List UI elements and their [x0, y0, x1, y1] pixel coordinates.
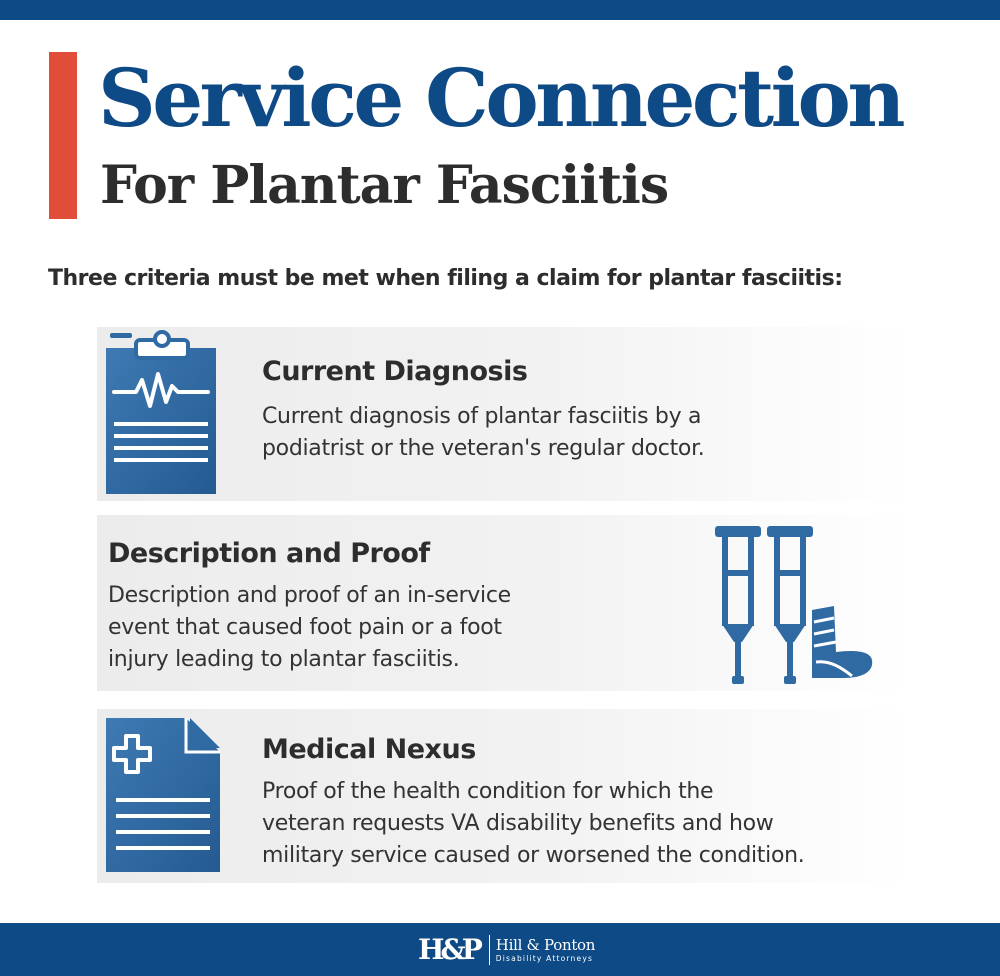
description-line: Proof of the health condition for which …	[262, 779, 714, 804]
description-line: veteran requests VA disability benefits …	[262, 811, 774, 836]
description-line: military service caused or worsened the …	[262, 843, 805, 868]
firm-tagline: Disability Attorneys	[495, 953, 594, 963]
criterion-card-medical-nexus	[97, 709, 910, 883]
logo-divider	[488, 935, 490, 965]
criterion-description-current-diagnosis: Current diagnosis of plantar fasciitis b…	[262, 401, 705, 465]
firm-name: Hill & Ponton	[495, 935, 596, 954]
logo-text: Hill & Ponton Disability Attorneys	[495, 935, 596, 964]
intro-text: Three criteria must be met when filing a…	[48, 266, 843, 291]
logo-monogram: H&P	[418, 933, 483, 966]
clipboard-icon	[106, 330, 216, 494]
page-title: Service Connection	[98, 51, 906, 145]
criterion-description-description-proof: Description and proof of an in-service e…	[108, 580, 511, 676]
medical-document-icon	[106, 718, 220, 872]
description-line: event that caused foot pain or a foot	[108, 615, 502, 640]
title-accent-bar	[49, 52, 77, 219]
criterion-title-current-diagnosis: Current Diagnosis	[262, 356, 528, 387]
description-line: Current diagnosis of plantar fasciitis b…	[262, 404, 702, 429]
criterion-title-medical-nexus: Medical Nexus	[262, 734, 476, 765]
description-line: podiatrist or the veteran's regular doct…	[262, 436, 705, 461]
criterion-card-current-diagnosis	[97, 327, 910, 501]
crutches-icon	[715, 526, 873, 684]
page-subtitle: For Plantar Fasciitis	[100, 155, 669, 216]
criterion-description-medical-nexus: Proof of the health condition for which …	[262, 776, 805, 872]
criterion-title-description-proof: Description and Proof	[108, 538, 430, 569]
footer-bar	[0, 923, 1000, 976]
description-line: Description and proof of an in-service	[108, 583, 511, 608]
top-banner-bar	[0, 0, 1000, 20]
firm-logo: H&P Hill & Ponton Disability Attorneys	[418, 932, 595, 968]
description-line: injury leading to plantar fasciitis.	[108, 647, 460, 672]
